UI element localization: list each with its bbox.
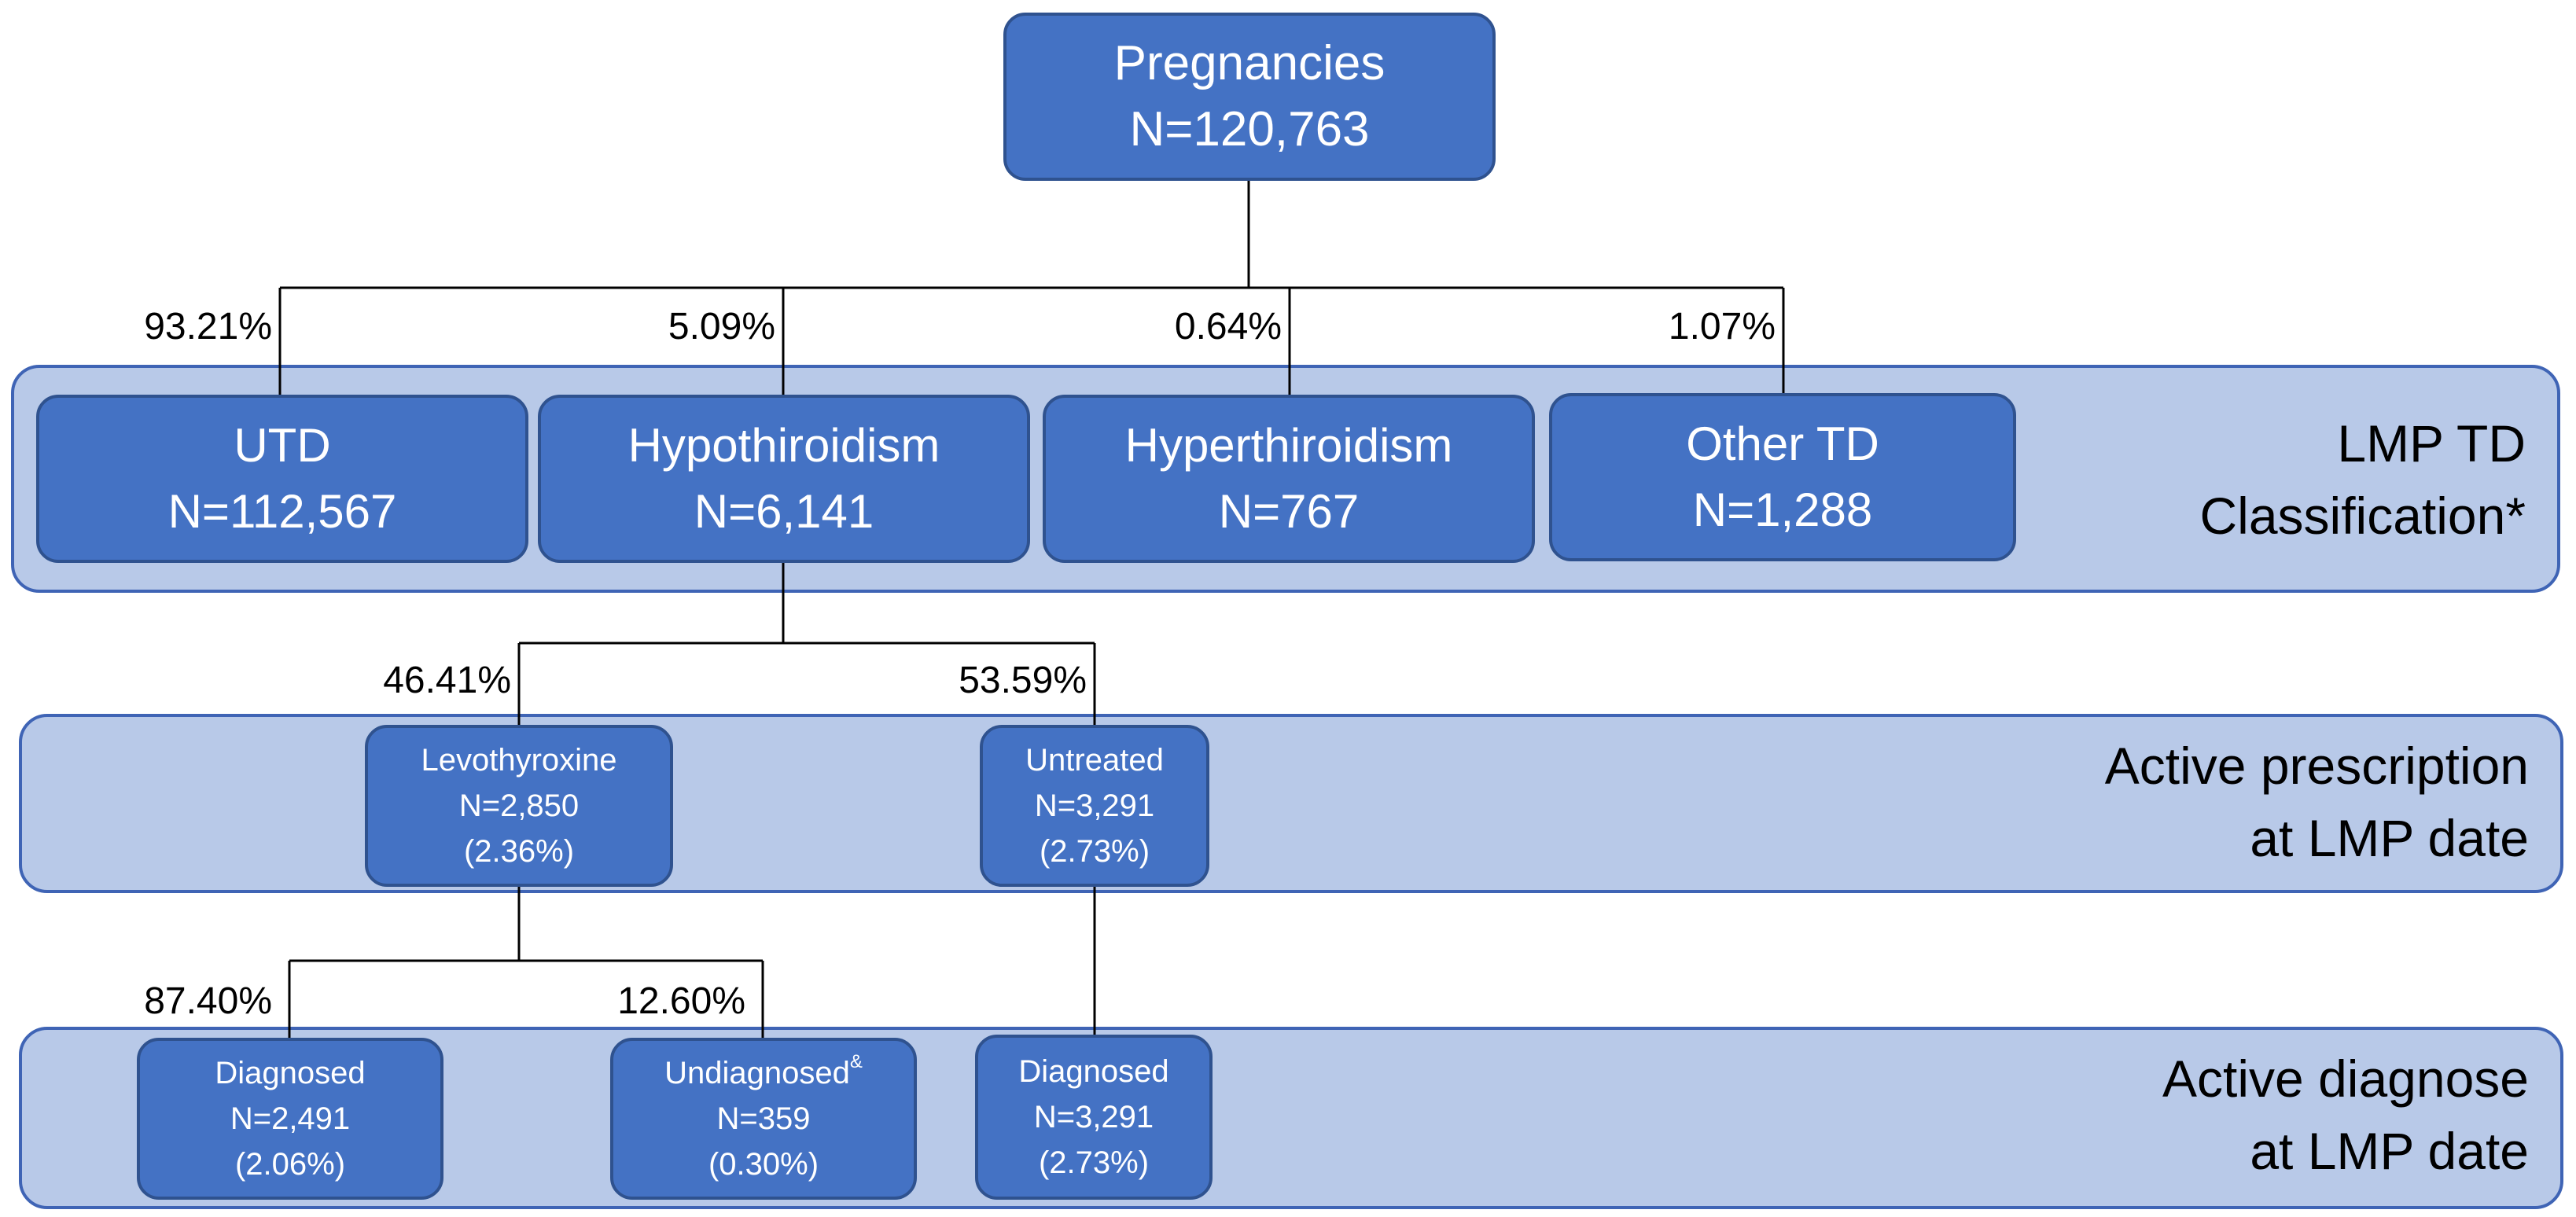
pct-other-td: 1.07% [1668, 306, 1776, 347]
node-other-td-label: Other TD [1686, 417, 1879, 470]
node-hypothiroidism-label: Hypothiroidism [627, 419, 940, 472]
band-prescription-line1: Active prescription [2104, 737, 2529, 795]
node-other-td-count: N=1,288 [1692, 483, 1873, 536]
node-untreated-count: N=3,291 [1034, 789, 1155, 823]
band-diagnose-label: Active diagnose at LMP date [2162, 1042, 2529, 1188]
node-pregnancies-count: N=120,763 [1129, 102, 1370, 156]
node-diagnosed-treated-count: N=2,491 [230, 1101, 351, 1136]
pct-utd: 93.21% [144, 306, 272, 347]
node-diagnosed-treated-share: (2.06%) [234, 1147, 346, 1182]
node-levothyroxine-label: Levothyroxine [421, 743, 617, 778]
node-undiagnosed-count: N=359 [716, 1101, 811, 1136]
node-levothyroxine: Levothyroxine N=2,850 (2.36%) [365, 725, 673, 887]
band-lmp-line2: Classification* [2199, 487, 2526, 546]
node-diagnosed-untreated: Diagnosed N=3,291 (2.73%) [975, 1035, 1213, 1200]
node-undiagnosed-mark: & [849, 1051, 863, 1072]
band-diagnose-line2: at LMP date [2250, 1122, 2529, 1181]
node-utd-count: N=112,567 [167, 485, 397, 538]
band-lmp-line1: LMP TD [2337, 414, 2526, 472]
node-levothyroxine-share: (2.36%) [463, 834, 575, 869]
node-hypothiroidism: Hypothiroidism N=6,141 [538, 395, 1030, 563]
pct-hyperthiroidism: 0.64% [1174, 306, 1282, 347]
node-hypothiroidism-count: N=6,141 [694, 485, 874, 538]
node-diagnosed-untreated-count: N=3,291 [1033, 1100, 1154, 1134]
pct-undiagnosed: 12.60% [617, 980, 745, 1022]
band-prescription-label: Active prescription at LMP date [2105, 730, 2529, 875]
node-pregnancies-title: Pregnancies [1113, 36, 1386, 91]
node-diagnosed-treated: Diagnosed N=2,491 (2.06%) [137, 1038, 443, 1200]
node-utd-label: UTD [234, 419, 331, 472]
node-undiagnosed: Undiagnosed& N=359 (0.30%) [610, 1038, 917, 1200]
pct-hypothiroidism: 5.09% [668, 306, 775, 347]
node-diagnosed-untreated-share: (2.73%) [1038, 1145, 1150, 1180]
node-pregnancies: Pregnancies N=120,763 [1003, 13, 1496, 181]
node-untreated-label: Untreated [1025, 743, 1164, 778]
node-diagnosed-treated-label: Diagnosed [215, 1056, 366, 1090]
node-hyperthiroidism-label: Hyperthiroidism [1124, 419, 1453, 472]
node-undiagnosed-label-row: Undiagnosed& [664, 1050, 863, 1096]
node-utd: UTD N=112,567 [36, 395, 528, 563]
node-hyperthiroidism: Hyperthiroidism N=767 [1043, 395, 1535, 563]
pct-untreated: 53.59% [959, 660, 1087, 701]
node-untreated-share: (2.73%) [1039, 834, 1150, 869]
node-diagnosed-untreated-label: Diagnosed [1018, 1054, 1169, 1089]
node-undiagnosed-share: (0.30%) [708, 1147, 819, 1182]
pct-diagnosed: 87.40% [144, 980, 272, 1022]
node-hyperthiroidism-count: N=767 [1218, 485, 1360, 538]
node-other-td: Other TD N=1,288 [1549, 393, 2016, 561]
node-untreated: Untreated N=3,291 (2.73%) [980, 725, 1209, 887]
node-undiagnosed-label: Undiagnosed [664, 1056, 850, 1090]
pct-levothyroxine: 46.41% [383, 660, 511, 701]
band-lmp-label: LMP TD Classification* [2200, 407, 2526, 553]
node-levothyroxine-count: N=2,850 [458, 789, 580, 823]
band-prescription-line2: at LMP date [2250, 809, 2529, 868]
band-diagnose-line1: Active diagnose [2162, 1050, 2529, 1108]
